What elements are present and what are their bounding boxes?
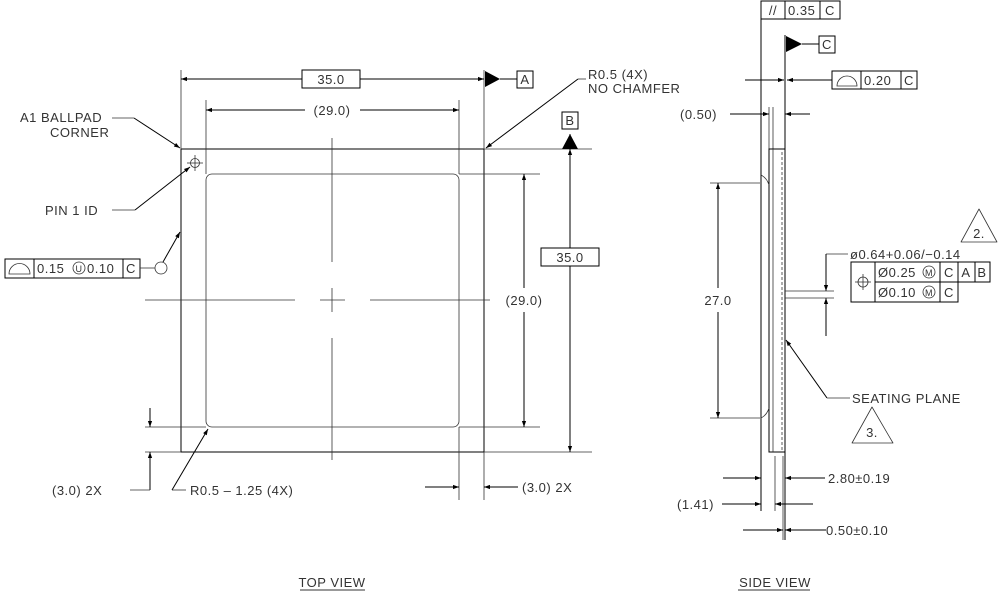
parallelism-fcf: // 0.35 C xyxy=(760,0,841,20)
parallelism-datum: C xyxy=(825,3,835,18)
position-row2-mod: M xyxy=(925,288,933,298)
pin1-note: PIN 1 ID xyxy=(45,155,203,218)
top-view-title: TOP VIEW xyxy=(298,575,365,590)
dim-width-label: 35.0 xyxy=(317,72,344,87)
note-2-flag: 2. xyxy=(960,208,998,243)
position-icon xyxy=(855,274,871,290)
pin1-label: PIN 1 ID xyxy=(45,203,98,218)
flatness-datum: C xyxy=(904,73,914,88)
a1-ballpad-note: A1 BALLPAD CORNER xyxy=(20,110,181,149)
fcf-value: 0.15 xyxy=(37,261,64,276)
dim-inner-height-label: (29.0) xyxy=(506,293,543,308)
corner-note-line1: R0.5 (4X) xyxy=(588,67,648,82)
dim-body: (1.41) xyxy=(677,497,813,512)
profile-surface-icon xyxy=(836,75,858,87)
dim-edge-right: (3.0) 2X xyxy=(425,480,572,495)
note-2-label: 2. xyxy=(973,226,985,241)
datum-c-label: C xyxy=(822,37,832,52)
dim-edge-left: (3.0) 2X xyxy=(52,408,153,498)
dim-inner-height: (29.0) xyxy=(506,174,543,427)
profile-surface-icon xyxy=(8,263,31,275)
dim-total-height: 2.80±0.19 xyxy=(723,471,890,486)
position-fcf: Ø0.25 M C A B Ø0.10 M C xyxy=(850,261,991,303)
note-3-label: 3. xyxy=(866,425,878,440)
flatness-value: 0.20 xyxy=(864,73,891,88)
package-outline xyxy=(180,148,485,453)
lid-outline xyxy=(205,173,460,428)
corner-note-line2: NO CHAMFER xyxy=(588,81,680,96)
side-view-title: SIDE VIEW xyxy=(739,575,811,590)
dim-height: 35.0 xyxy=(540,149,600,452)
datum-a-label: A xyxy=(520,72,529,87)
corner-note: R0.5 (4X) NO CHAMFER xyxy=(485,67,680,149)
position-row1-d2: A xyxy=(961,265,970,280)
dim-edge-left-label: (3.0) 2X xyxy=(52,483,102,498)
parallelism-icon: // xyxy=(769,3,777,18)
dim-edge-right-label: (3.0) 2X xyxy=(522,480,572,495)
a1-label-line1: A1 BALLPAD xyxy=(20,110,102,125)
dim-ball-height: 0.50±0.10 xyxy=(743,523,888,538)
lid-radius-note: R0.5 – 1.25 (4X) xyxy=(171,428,293,498)
top-view: 35.0 A (29.0) (29.0) 35.0 xyxy=(4,67,680,591)
fcf-datum: C xyxy=(126,261,136,276)
datum-b: B xyxy=(561,111,579,169)
dim-lid: (0.50) xyxy=(680,107,810,122)
position-row1-mod: M xyxy=(925,268,933,278)
fcf-value2: 0.10 xyxy=(87,261,114,276)
position-row2-d1: C xyxy=(944,285,954,300)
ball-diameter: ø0.64+0.06/−0.14 xyxy=(785,247,961,336)
position-row1-d1: C xyxy=(944,265,954,280)
position-row1-d3: B xyxy=(977,265,986,280)
unequal-modifier-icon xyxy=(72,261,86,275)
dim-body-label: (1.41) xyxy=(677,497,714,512)
dim-width: 35.0 xyxy=(181,69,484,89)
parallelism-value: 0.35 xyxy=(788,3,815,18)
datum-b-label: B xyxy=(565,113,574,128)
dim-height-label: 35.0 xyxy=(556,250,583,265)
position-row1-value: Ø0.25 xyxy=(878,265,916,280)
profile-fcf: 0.15 U 0.10 C xyxy=(4,231,181,279)
flatness-fcf: 0.20 C xyxy=(745,70,918,90)
dim-lid-label: (0.50) xyxy=(680,107,717,122)
dim-inner-width-label: (29.0) xyxy=(314,103,351,118)
dim-total-label: 2.80±0.19 xyxy=(828,471,890,486)
side-view: // 0.35 C C 0.20 C (0.50) xyxy=(677,0,998,591)
centerlines xyxy=(145,138,490,460)
package-side-body xyxy=(768,148,786,453)
dim-ball-span-label: 27.0 xyxy=(704,293,731,308)
position-row2-value: Ø0.10 xyxy=(878,285,916,300)
ball-diameter-label: ø0.64+0.06/−0.14 xyxy=(850,247,961,262)
datum-c: C xyxy=(786,35,836,54)
dim-inner-width: (29.0) xyxy=(206,103,459,118)
dim-ball-span: 27.0 xyxy=(704,182,760,419)
seating-plane-note: SEATING PLANE 3. xyxy=(785,339,961,444)
seating-plane-label: SEATING PLANE xyxy=(852,391,961,406)
fcf-modifier: U xyxy=(76,264,83,274)
a1-label-line2: CORNER xyxy=(50,125,109,140)
datum-a: A xyxy=(485,70,534,89)
lid-radius-label: R0.5 – 1.25 (4X) xyxy=(190,483,293,498)
dim-ball-label: 0.50±0.10 xyxy=(826,523,888,538)
